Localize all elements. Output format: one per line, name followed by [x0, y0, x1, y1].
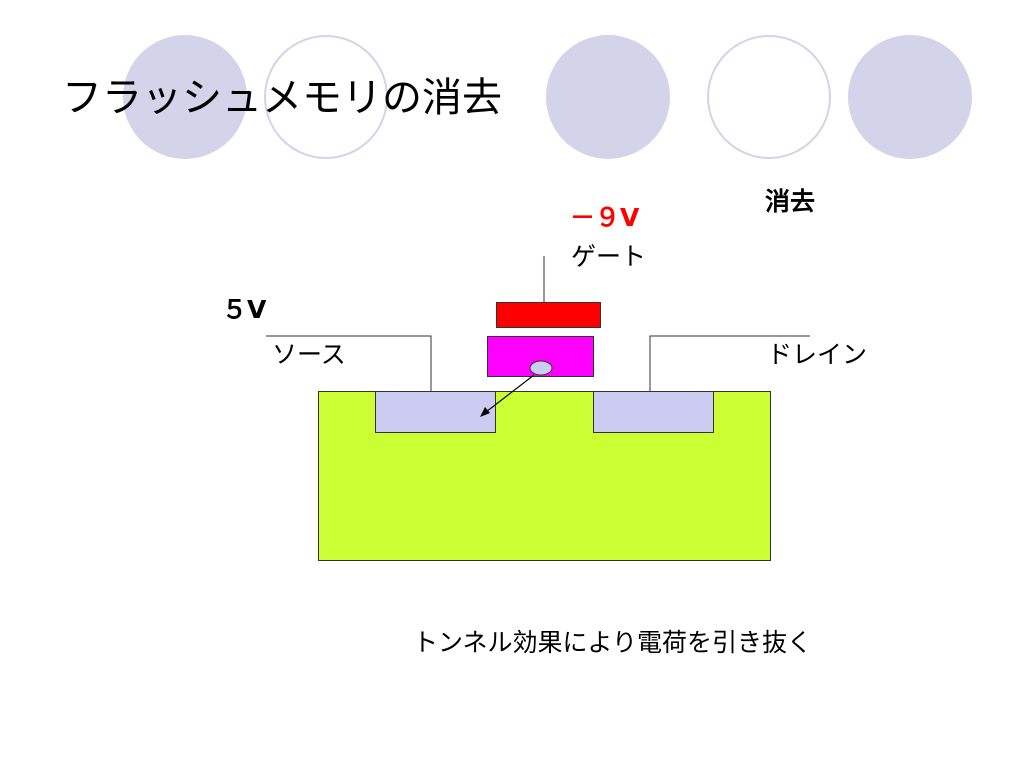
- decor-circle-2: [264, 35, 388, 159]
- source-terminal-line: [266, 335, 432, 391]
- source-diffusion: [375, 391, 496, 433]
- decor-circle-3: [546, 35, 670, 159]
- gate-label: ゲート: [571, 242, 647, 271]
- electron: [529, 360, 553, 376]
- caption-text: トンネル効果により電荷を引き抜く: [413, 628, 813, 657]
- drain-label: ドレイン: [767, 340, 868, 369]
- erase-label: 消去: [765, 187, 816, 216]
- slide-title: フラッシュメモリの消去: [62, 75, 502, 121]
- drain-terminal-line: [649, 335, 810, 391]
- tunneling-arrowhead: [480, 407, 490, 417]
- decor-circle-1: [123, 35, 247, 159]
- source-voltage-label: ５V: [222, 295, 267, 324]
- decor-circle-5: [848, 35, 972, 159]
- source-label: ソース: [272, 340, 346, 369]
- decor-circle-4: [707, 35, 831, 159]
- gate-voltage-label: －９V: [570, 203, 640, 232]
- control-gate: [496, 302, 601, 328]
- tunneling-arrow: [485, 374, 535, 413]
- drain-diffusion: [593, 391, 714, 433]
